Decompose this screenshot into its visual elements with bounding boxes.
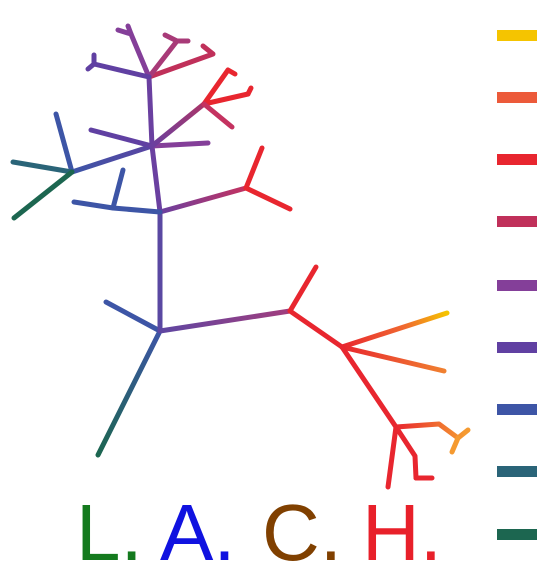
branch-mid-right [157,185,249,215]
branch-right-violet [149,140,211,149]
branch-red-1 [287,264,319,314]
branch-yellow [339,310,450,350]
legend-swatch [497,529,537,540]
legend-swatch [497,216,537,227]
branch-upper-red-4 [201,101,235,130]
caption-letter-a: A. [160,488,236,577]
branch-left [69,143,155,175]
caption-letter-c: C. [262,488,342,577]
branch-orange [339,344,447,374]
branch-left-teal-1 [10,159,75,175]
branch-top-1 [146,43,216,80]
branch-top-5 [125,23,134,37]
branch-orange-2 [393,421,471,441]
branch-orange-3 [449,435,461,455]
branch-left-up [53,111,75,175]
branch-root-lower-left [95,328,163,458]
legend-swatch [497,342,537,353]
legend-swatch [497,154,537,165]
legend-swatch [497,280,537,291]
branch-top-6 [85,61,152,80]
branch-upper-right [149,101,207,149]
branch-red-3 [339,344,399,430]
legend-swatch [497,30,537,41]
branch-mid-left [71,199,163,215]
caption-letter-h: H. [362,488,442,577]
branch-red-2 [287,308,345,350]
branch-red-4 [385,424,399,490]
branch-upper-red-2 [201,91,251,107]
branch-root-right [157,308,293,334]
branch-mid-left-twig [110,167,126,211]
caption-letter-l: L. [76,488,143,577]
legend-swatch [497,404,537,415]
branch-mid-red-2 [243,185,293,212]
branch-left-violet [88,127,155,149]
branch-red-5 [393,424,419,481]
branch-left-teal-2 [11,169,75,221]
branch-upper-red-3 [245,85,254,97]
legend-swatch [497,92,537,103]
branch-root-left-twig [103,299,163,334]
branch-upper-red-1 [201,67,238,107]
branch-mid-red-1 [243,145,265,191]
legend-swatch [497,466,537,477]
